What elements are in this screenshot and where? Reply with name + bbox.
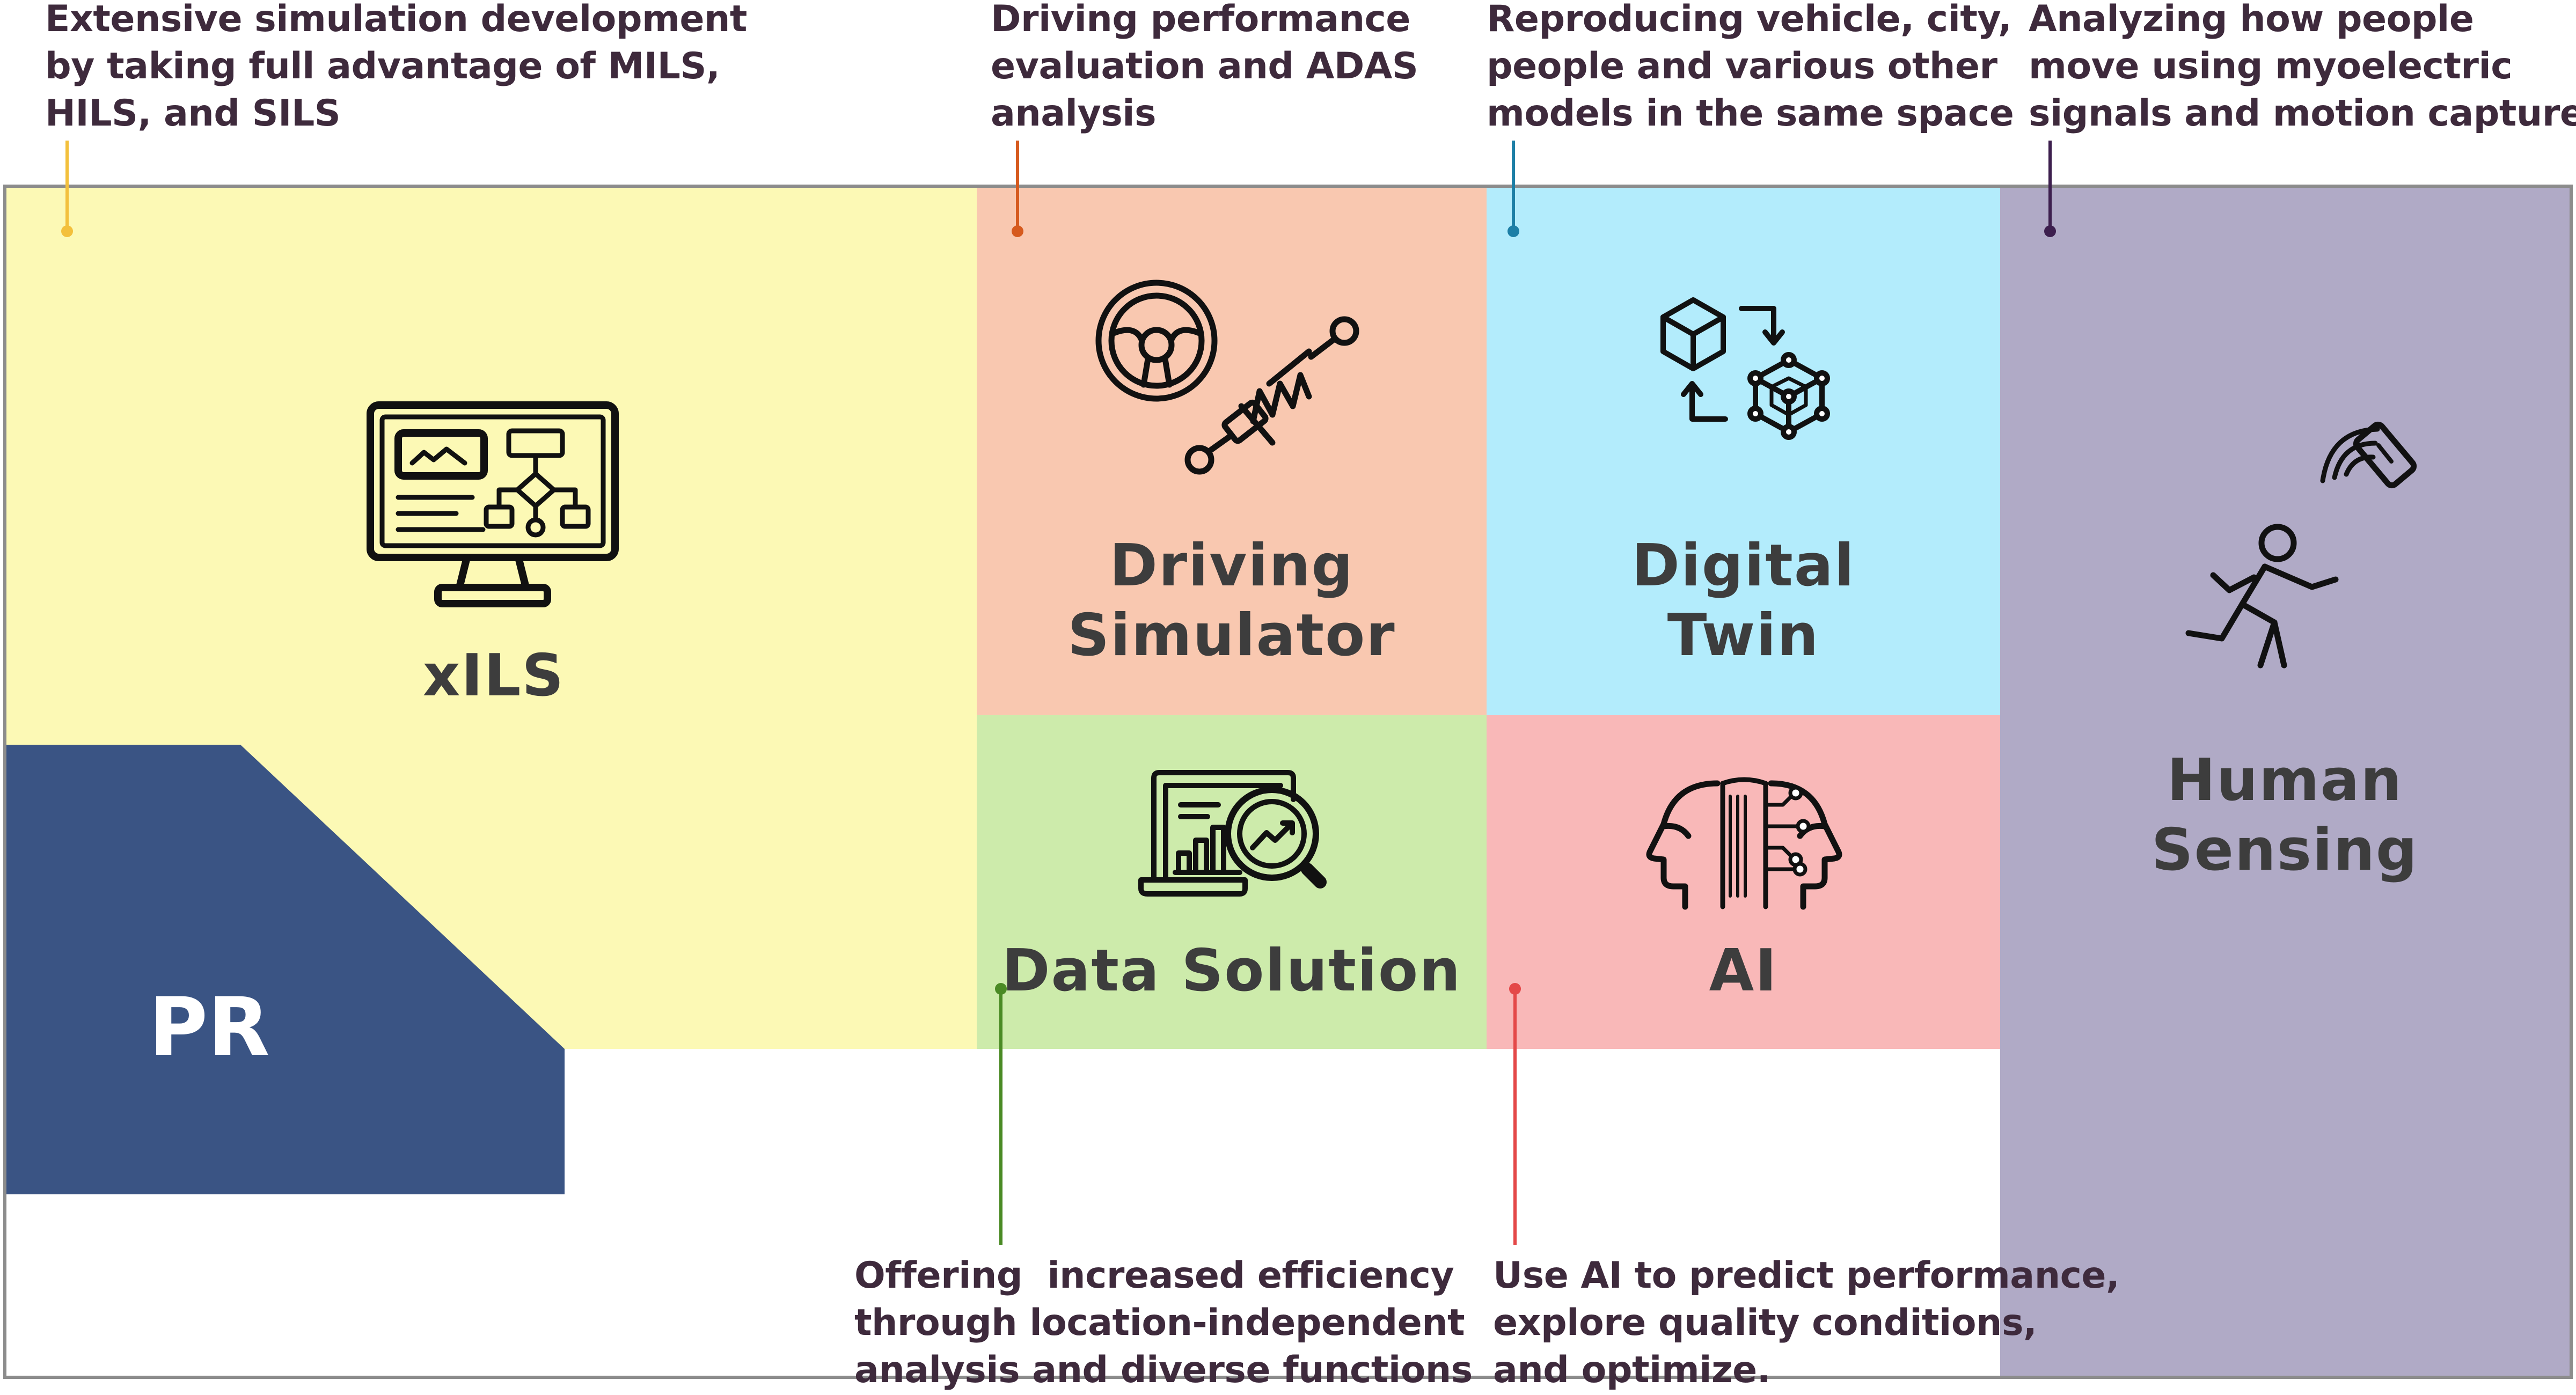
driving-simulator-description: Driving performance evaluation and ADAS … (991, 0, 1418, 135)
cube-sync-icon (1660, 297, 1830, 440)
digital-twin-label: Digital Twin (1631, 532, 1855, 669)
ai-description: Use AI to predict performance, explore q… (1493, 1254, 2120, 1391)
data-leader-line (999, 988, 1002, 1245)
data-leader-dot (995, 983, 1007, 995)
digital-twin-description: Reproducing vehicle, city, people and va… (1487, 0, 2014, 135)
monitor-flowchart-icon (367, 401, 619, 607)
ai-leader-line (1513, 988, 1517, 1245)
xils-description: Extensive simulation development by taki… (45, 0, 747, 135)
driving-simulator-label: Driving Simulator (1067, 532, 1396, 669)
human-sensing-description: Analyzing how people move using myoelect… (2029, 0, 2576, 135)
digital-twin-tile (1487, 188, 2000, 715)
ai-tile (1487, 715, 2000, 1049)
driving-leader-line (1016, 141, 1019, 231)
twin-leader-dot (1507, 225, 1519, 237)
ai-label: AI (1709, 937, 1778, 1004)
human-sensing-label: Human Sensing (2151, 747, 2419, 884)
ai-leader-dot (1509, 983, 1521, 995)
data-analysis-laptop-icon (1138, 770, 1327, 897)
running-person-sensor-icon (2185, 421, 2417, 669)
driving-leader-dot (1012, 225, 1023, 237)
xils-label: xILS (422, 642, 565, 709)
xils-leader-dot (61, 225, 73, 237)
steering-wheel-suspension-icon (1095, 280, 1359, 475)
xils-leader-line (65, 141, 69, 231)
human-leader-line (2048, 141, 2052, 231)
ai-head-icon (1646, 777, 1842, 910)
human-sensing-tile (2000, 188, 2570, 1376)
human-leader-dot (2044, 225, 2056, 237)
data-solution-description: Offering increased efficiency through lo… (854, 1254, 1473, 1391)
data-solution-label: Data Solution (1001, 937, 1462, 1004)
twin-leader-line (1512, 141, 1515, 231)
driving-simulator-tile (977, 188, 1487, 715)
pr-label: PR (149, 981, 270, 1074)
